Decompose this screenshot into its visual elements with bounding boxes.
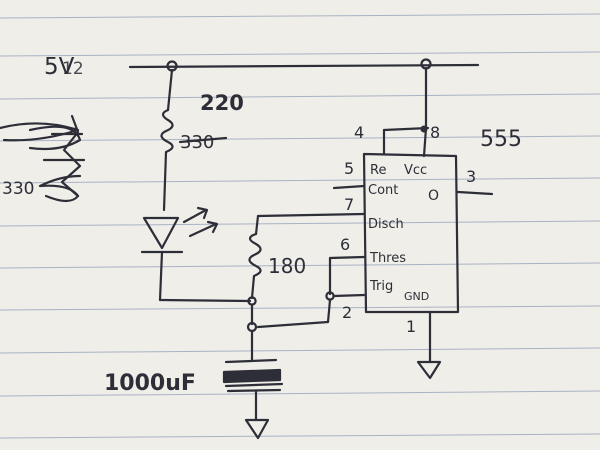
pin-label-cont: Cont [368,183,398,198]
capacitor-plate-bottom [224,382,284,393]
pin-label-gnd: GND [404,290,429,303]
ground-symbol-cap [244,418,270,440]
pin-number-gnd: 1 [406,317,416,336]
ic-name: 555 [480,127,522,152]
ground-symbol-ic [416,360,442,380]
pin-label-reset: Re [370,163,386,178]
resistor-top-old-value: 330 [180,132,214,153]
capacitor-value: 1000uF [104,371,196,396]
resistor-timing-value: 180 [268,254,306,278]
pin-number-thres: 6 [340,235,350,254]
pin-number-vcc: 8 [430,123,440,142]
led-diode [142,216,180,250]
resistor-top-value: 220 [200,91,244,115]
pin-number-trig: 2 [342,303,352,322]
pin-number-reset: 4 [354,123,364,142]
resistor-top [160,108,174,212]
pin-number-cont: 5 [344,159,354,178]
junction-discharge [247,296,257,306]
pin-label-thres: Thres [369,251,406,266]
pin-number-out: 3 [466,167,476,186]
resistor-timing [248,232,262,300]
pin-label-vcc: Vcc [404,163,427,178]
ic-555-body [362,152,460,314]
reset-junction [420,125,428,133]
led-arrow-1 [182,208,208,224]
ruled-lines [0,13,600,439]
pin-label-disch: Disch [368,217,404,232]
pin-label-trig: Trig [369,279,393,294]
capacitor-plate-top [224,358,278,364]
supply-overwrite: 12 [62,59,84,79]
pin-label-out: O [428,188,439,204]
led-arrow-2 [188,222,218,238]
supply-rail [128,63,480,69]
margin-scribble-value: 330 [2,179,34,199]
pin-number-disch: 7 [344,195,354,214]
margin-scribble [0,114,86,203]
supply-label: 5V [44,54,75,80]
junction-trig [325,291,335,301]
